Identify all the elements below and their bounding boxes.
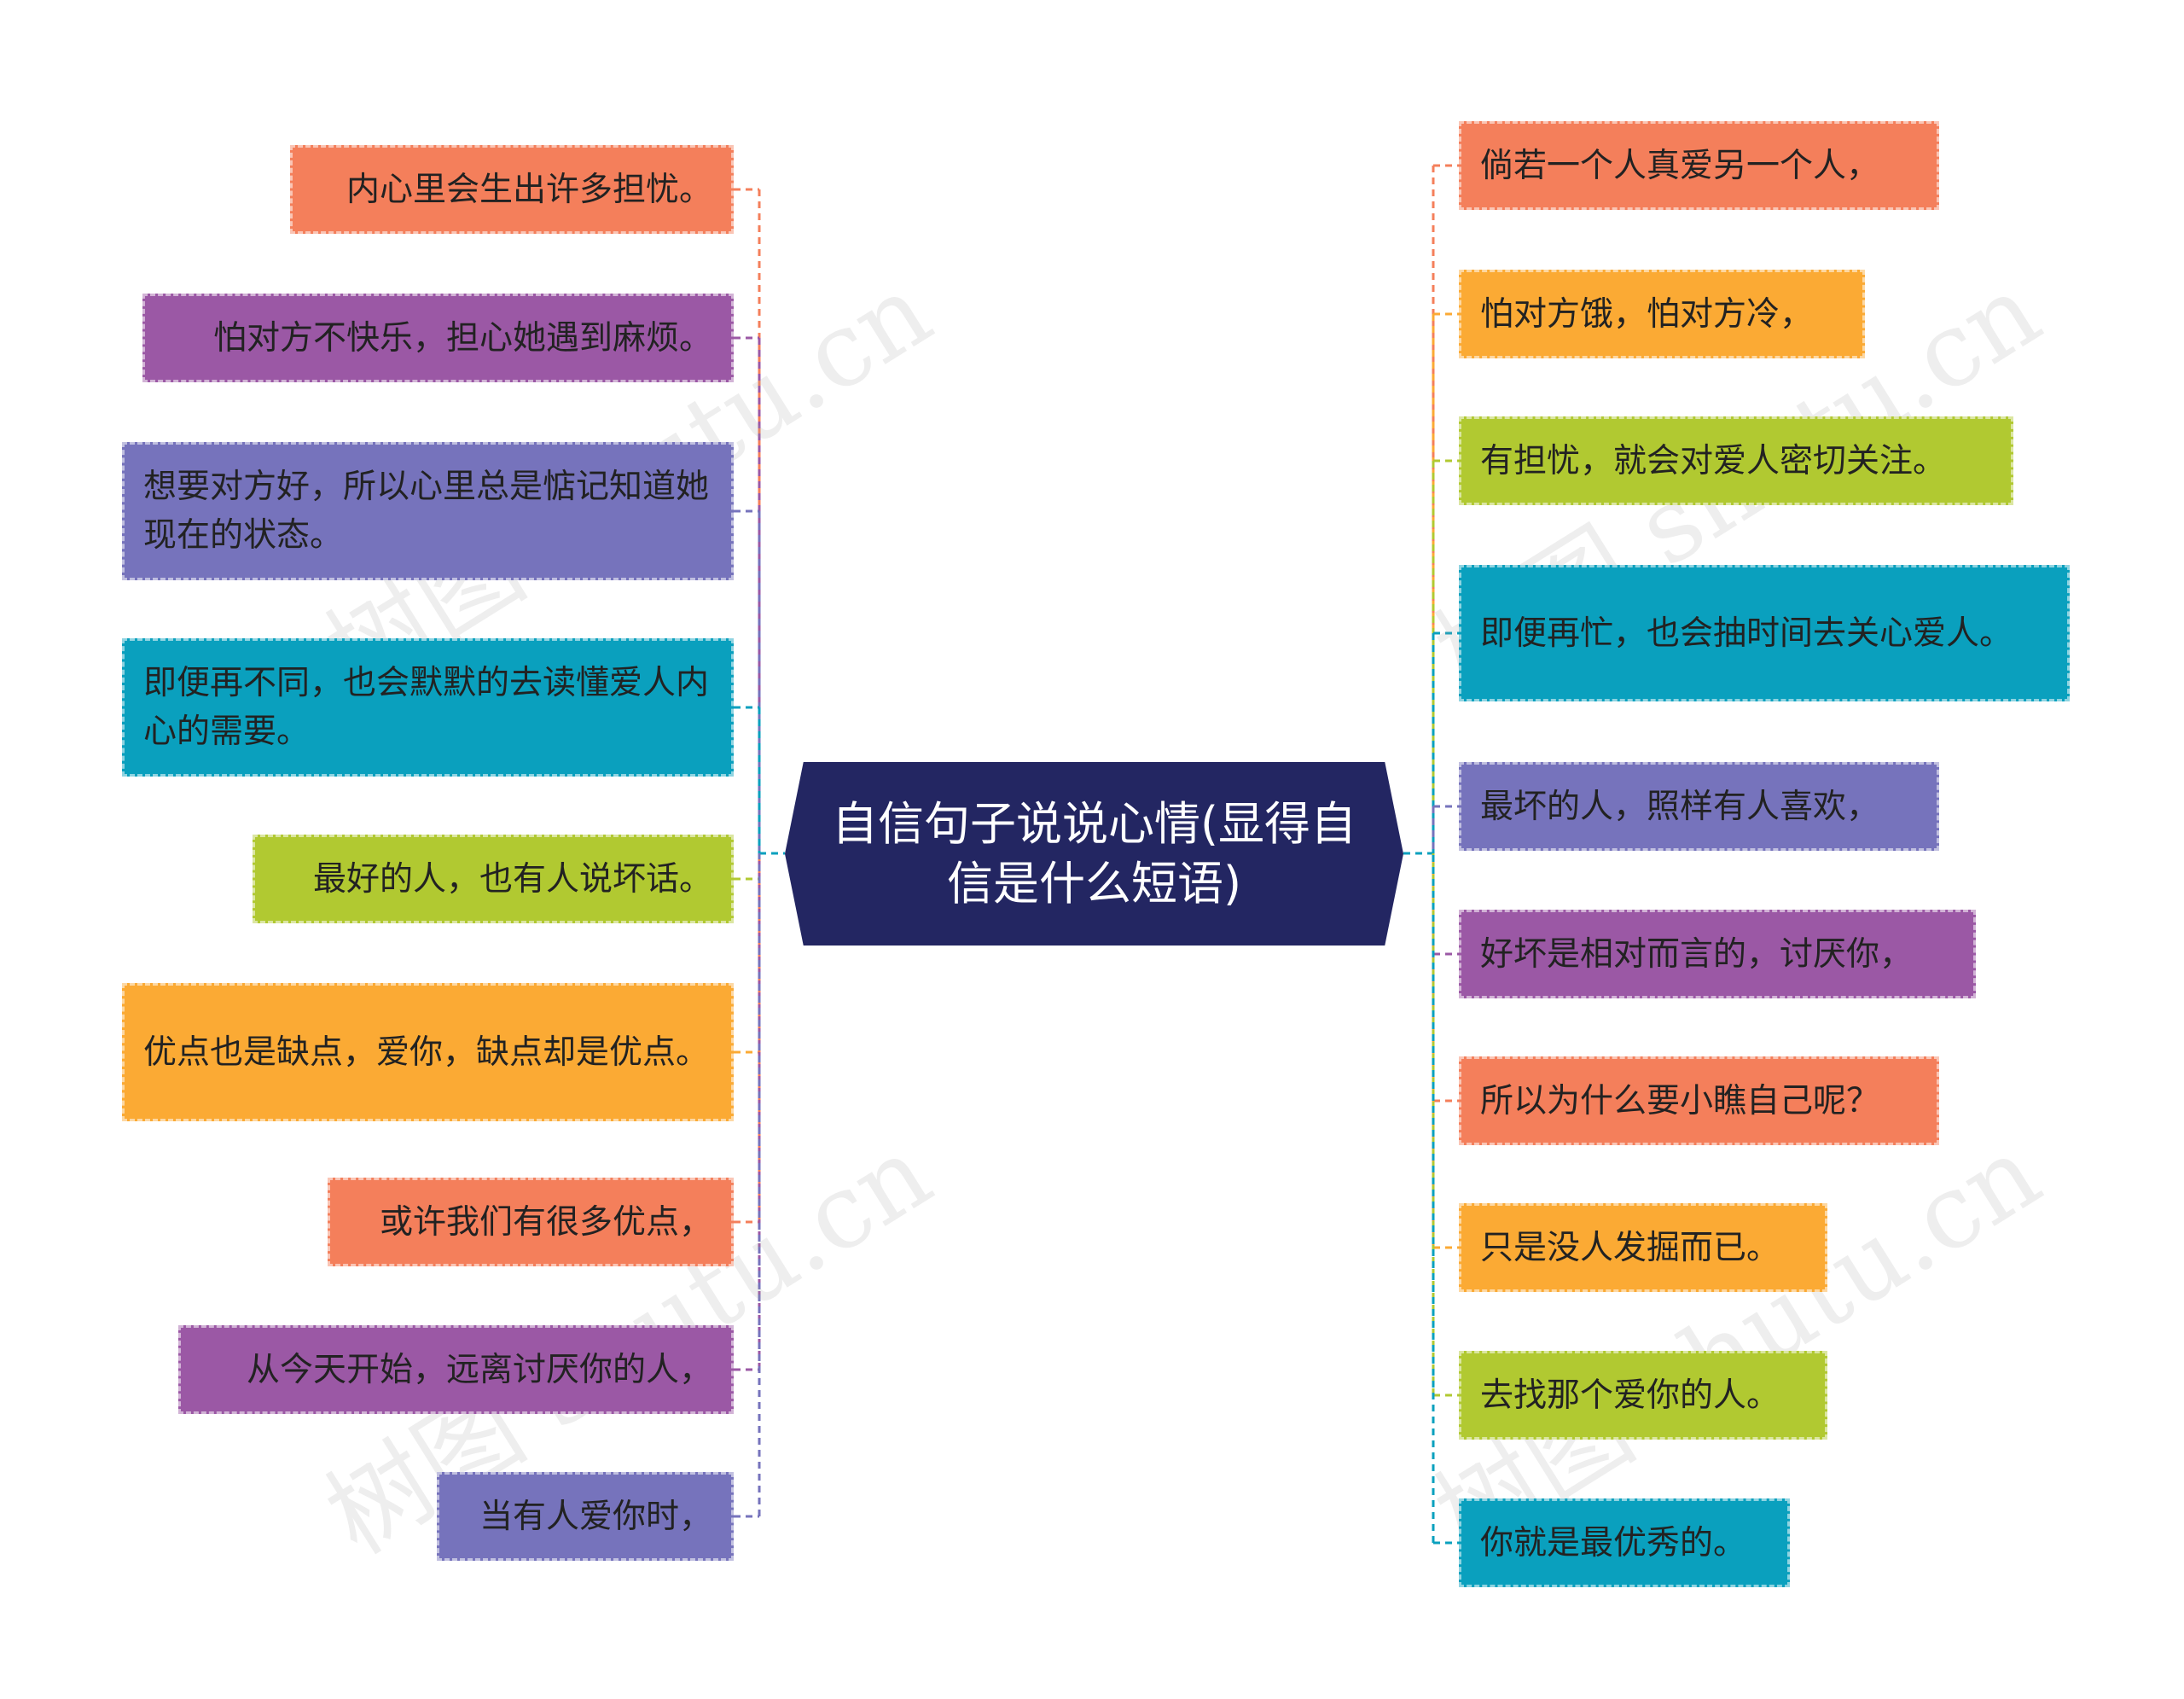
- left-node[interactable]: 优点也是缺点，爱你，缺点却是优点。: [122, 983, 734, 1121]
- node-label: 最坏的人，照样有人喜欢，: [1480, 787, 1880, 826]
- node-label: 当有人爱你时，: [479, 1497, 712, 1536]
- right-node[interactable]: 只是没人发掘而已。: [1459, 1203, 1827, 1292]
- node-label: 怕对方不快乐，担心她遇到麻烦。: [212, 318, 712, 358]
- right-node[interactable]: 好坏是相对而言的，讨厌你，: [1459, 910, 1976, 998]
- node-label: 或许我们有很多优点，: [379, 1202, 712, 1242]
- right-node[interactable]: 有担忧，就会对爱人密切关注。: [1459, 416, 2013, 505]
- node-label: 倘若一个人真爱另一个人，: [1480, 146, 1880, 185]
- left-node[interactable]: 即便再不同，也会默默的去读懂爱人内心的需要。: [122, 638, 734, 777]
- central-topic[interactable]: 自信句子说说心情(显得自信是什么短语): [785, 762, 1403, 946]
- left-node[interactable]: 想要对方好，所以心里总是惦记知道她现在的状态。: [122, 442, 734, 580]
- right-node[interactable]: 倘若一个人真爱另一个人，: [1459, 121, 1939, 210]
- node-label: 有担忧，就会对爱人密切关注。: [1480, 441, 1947, 480]
- node-label: 从今天开始，远离讨厌你的人，: [246, 1350, 712, 1389]
- left-node[interactable]: 最好的人，也有人说坏话。: [253, 835, 734, 923]
- left-node[interactable]: 当有人爱你时，: [437, 1472, 734, 1561]
- node-label: 即便再不同，也会默默的去读懂爱人内心的需要。: [143, 664, 710, 751]
- left-node[interactable]: 从今天开始，远离讨厌你的人，: [178, 1325, 734, 1414]
- node-label: 最好的人，也有人说坏话。: [312, 859, 712, 899]
- left-node[interactable]: 内心里会生出许多担忧。: [290, 145, 734, 234]
- central-topic-label: 自信句子说说心情(显得自信是什么短语): [831, 796, 1357, 911]
- node-label: 好坏是相对而言的，讨厌你，: [1480, 934, 1914, 974]
- node-label: 优点也是缺点，爱你，缺点却是优点。: [143, 1033, 710, 1072]
- node-label: 怕对方饿，怕对方冷，: [1480, 294, 1814, 334]
- node-label: 去找那个爱你的人。: [1480, 1376, 1780, 1415]
- right-node[interactable]: 怕对方饿，怕对方冷，: [1459, 270, 1865, 358]
- right-node[interactable]: 即便再忙，也会抽时间去关心爱人。: [1459, 565, 2070, 701]
- right-node[interactable]: 最坏的人，照样有人喜欢，: [1459, 762, 1939, 851]
- right-node[interactable]: 你就是最优秀的。: [1459, 1498, 1790, 1587]
- left-node[interactable]: 怕对方不快乐，担心她遇到麻烦。: [142, 294, 734, 382]
- right-node[interactable]: 去找那个爱你的人。: [1459, 1351, 1827, 1440]
- node-label: 只是没人发掘而已。: [1480, 1228, 1780, 1267]
- node-label: 所以为什么要小瞧自己呢？: [1480, 1081, 1880, 1120]
- node-label: 想要对方好，所以心里总是惦记知道她现在的状态。: [143, 468, 710, 555]
- node-label: 即便再忙，也会抽时间去关心爱人。: [1480, 614, 2013, 653]
- node-label: 内心里会生出许多担忧。: [346, 170, 712, 209]
- left-node[interactable]: 或许我们有很多优点，: [328, 1178, 734, 1266]
- right-node[interactable]: 所以为什么要小瞧自己呢？: [1459, 1056, 1939, 1145]
- node-label: 你就是最优秀的。: [1480, 1523, 1747, 1562]
